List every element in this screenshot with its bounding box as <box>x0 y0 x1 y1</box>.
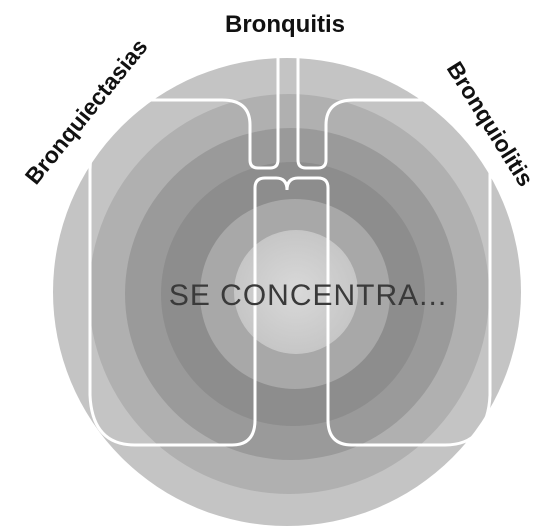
label-bronquitis: Bronquitis <box>225 11 345 38</box>
center-text-se-concentra: SE CONCENTRA... <box>169 279 447 312</box>
